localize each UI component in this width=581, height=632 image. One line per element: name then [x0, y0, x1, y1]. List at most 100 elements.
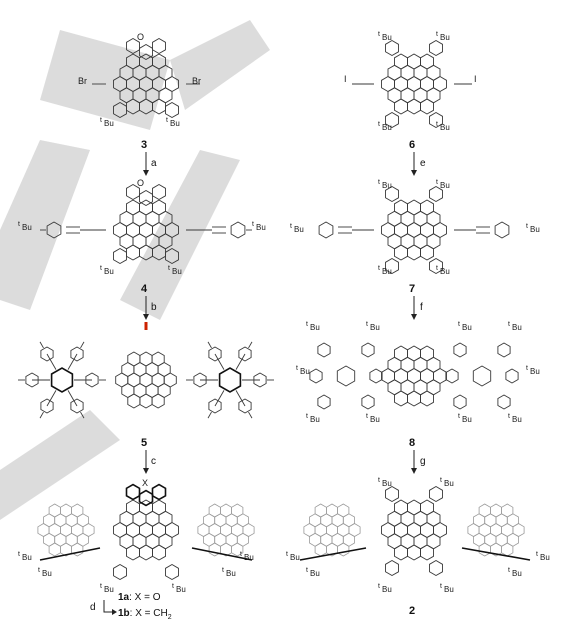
- tbu: Bu: [310, 415, 320, 424]
- ring: [70, 346, 84, 362]
- ring: [253, 372, 267, 388]
- tbu-sup: t: [536, 551, 538, 558]
- ring: [138, 489, 154, 507]
- tbu-sup: t: [458, 413, 460, 420]
- ring: [50, 367, 74, 393]
- ring: [453, 394, 467, 410]
- arrow-d: [103, 600, 114, 613]
- ring: [394, 98, 408, 115]
- ring: [218, 367, 242, 393]
- ring: [113, 247, 127, 265]
- tbu: Bu: [370, 323, 380, 332]
- ring: [113, 101, 127, 119]
- ring: [113, 563, 127, 581]
- tbu-sup: t: [508, 567, 510, 574]
- bond: [207, 411, 212, 419]
- tbu: Bu: [104, 585, 114, 594]
- tbu: Bu: [170, 119, 180, 128]
- ring: [238, 346, 252, 362]
- tbu: Bu: [382, 123, 392, 132]
- bond: [191, 547, 253, 561]
- tbu: Bu: [172, 267, 182, 276]
- tbu-sup: t: [306, 567, 308, 574]
- arrow-a-head: [143, 170, 149, 176]
- bond: [214, 353, 225, 370]
- bond: [46, 353, 57, 370]
- ring: [317, 342, 331, 358]
- molecular-cores: [37, 37, 531, 581]
- compound-3-label: 3: [141, 139, 147, 151]
- ring: [152, 37, 166, 55]
- tbu-sup: t: [18, 551, 20, 558]
- tbu-sup: t: [378, 265, 380, 272]
- tbu: Bu: [300, 367, 310, 376]
- tbu-sup: t: [440, 583, 442, 590]
- tbu-sup: t: [378, 31, 380, 38]
- product-1b-number: 1b: [118, 608, 130, 619]
- ring: [394, 244, 408, 261]
- tbu-sup: t: [526, 223, 528, 230]
- tbu-sup: t: [172, 583, 174, 590]
- tbu: Bu: [104, 267, 114, 276]
- tbu: Bu: [382, 33, 392, 42]
- ring: [497, 394, 511, 410]
- ring: [165, 101, 179, 119]
- ring: [165, 247, 179, 265]
- tbu: Bu: [440, 267, 450, 276]
- ring: [385, 257, 399, 275]
- tbu: Bu: [22, 223, 32, 232]
- ring: [126, 37, 140, 55]
- product-1b-text: : X = CH: [130, 608, 168, 619]
- tbu: Bu: [42, 569, 52, 578]
- tbu-labels-6: t Bu t Bu t Bu t Bu: [378, 31, 450, 132]
- bond: [67, 390, 78, 407]
- step-g: g: [420, 456, 426, 467]
- ring: [165, 563, 179, 581]
- tbu-sup: t: [222, 567, 224, 574]
- ring: [314, 542, 327, 557]
- ring: [208, 398, 222, 414]
- tbu: Bu: [440, 123, 450, 132]
- product-caption: 1a: X = O 1b: X = CH2 d: [90, 592, 172, 621]
- ring: [126, 183, 140, 201]
- ring: [317, 394, 331, 410]
- compound-2-label: 2: [409, 605, 415, 617]
- tbu: Bu: [530, 225, 540, 234]
- tbu-sup: t: [436, 265, 438, 272]
- ring: [70, 398, 84, 414]
- ring: [48, 542, 61, 557]
- arrow-f-head: [411, 314, 417, 320]
- bond: [235, 390, 246, 407]
- ring: [152, 98, 166, 115]
- tbu-sup: t: [378, 121, 380, 128]
- ring: [385, 559, 399, 577]
- ring: [336, 365, 356, 387]
- tbu: Bu: [290, 553, 300, 562]
- tbu-sup: t: [168, 265, 170, 272]
- bond: [80, 411, 85, 419]
- tbu: Bu: [294, 225, 304, 234]
- tbu: Bu: [462, 415, 472, 424]
- ring: [429, 559, 443, 577]
- tbu: Bu: [104, 119, 114, 128]
- atom-Br-right: Br: [192, 76, 201, 86]
- compound-8-label: 8: [409, 437, 415, 449]
- ring: [429, 111, 443, 129]
- tbu-sup: t: [38, 567, 40, 574]
- tbu-sup: t: [436, 31, 438, 38]
- ring: [337, 542, 350, 557]
- tbu-sup: t: [100, 117, 102, 124]
- tbu: Bu: [444, 585, 454, 594]
- ring: [46, 221, 62, 239]
- bond: [39, 411, 44, 419]
- arrow-b-head: [143, 314, 149, 320]
- ring: [497, 342, 511, 358]
- bond: [207, 341, 212, 349]
- ring: [453, 342, 467, 358]
- ring: [429, 257, 443, 275]
- ring: [420, 98, 434, 115]
- tbu: Bu: [440, 33, 450, 42]
